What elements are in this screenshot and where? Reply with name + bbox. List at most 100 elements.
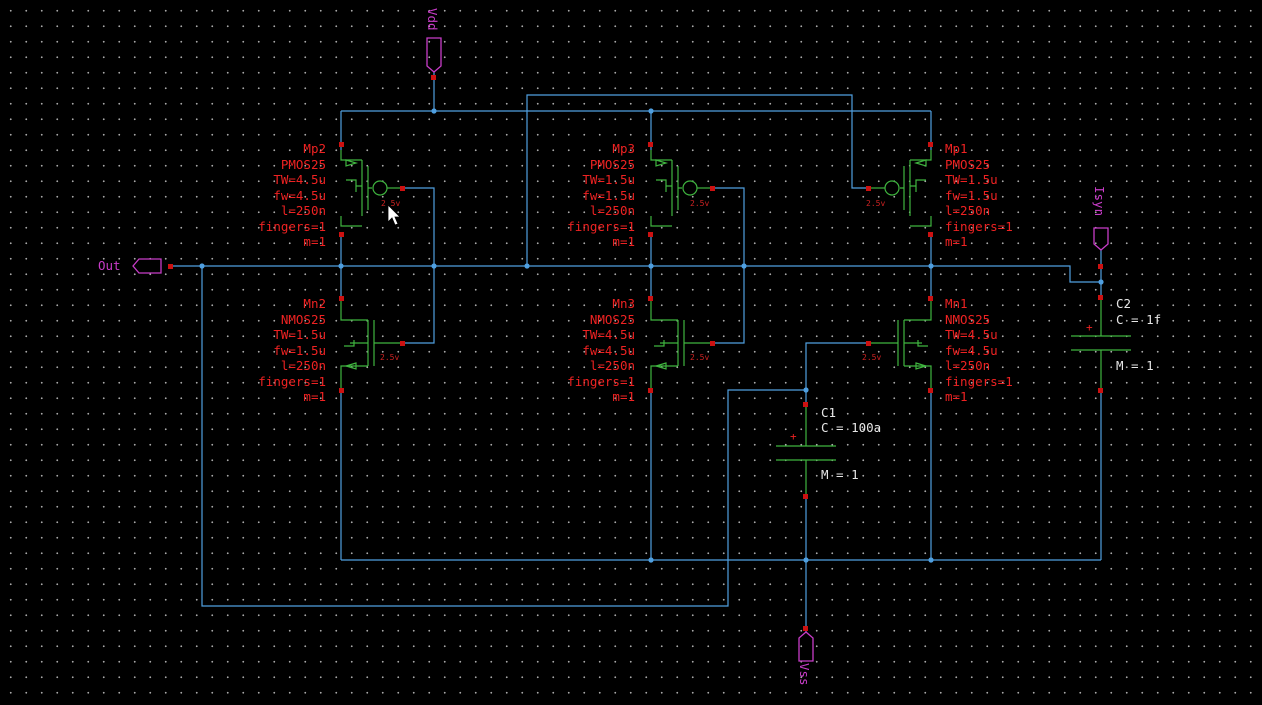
cap-plus-sign: + (1086, 321, 1093, 334)
param-tw: TW=4.5u (273, 172, 326, 187)
junction-dot (648, 108, 654, 114)
junctions (199, 108, 1104, 563)
param-l: l=250n (281, 358, 326, 373)
param-tw: TW=1.5u (582, 172, 635, 187)
junction-dot (648, 557, 654, 563)
cap-mult: M = 1 (821, 467, 859, 482)
params-mn2: Mn2 NMOS25 TW=1.5u fw=1.5u l=250n finger… (258, 296, 326, 404)
middle-node-wire[interactable] (170, 265, 1101, 283)
params-mn1: Mn1 NMOS25 TW=4.5u fw=4.5u l=250n finger… (945, 296, 1013, 404)
body-voltage-label: 2.5v (380, 353, 399, 362)
wires[interactable] (170, 72, 1102, 632)
instance-name: Mn1 (945, 296, 968, 311)
model-name: NMOS25 (945, 312, 990, 327)
param-l: l=250n (945, 358, 990, 373)
param-fw: fw=1.5u (582, 188, 635, 203)
param-m: m=1 (612, 389, 635, 404)
body-voltage-label: 2.5v (866, 199, 885, 208)
mp1-gate-wire[interactable] (526, 94, 869, 266)
model-name: PMOS25 (945, 157, 990, 172)
port-out[interactable]: Out (98, 258, 162, 274)
param-m: m=1 (945, 389, 968, 404)
junction-dot (928, 263, 934, 269)
junction-dot (338, 263, 344, 269)
pin (168, 264, 173, 269)
instance-name: Mn2 (303, 296, 326, 311)
instance-name: C1 (821, 405, 836, 420)
instance-name: Mp2 (303, 141, 326, 156)
model-name: PMOS25 (590, 157, 635, 172)
cap-value: C = 1f (1116, 312, 1161, 327)
transistor-mn2[interactable]: 2.5v (340, 297, 403, 390)
param-fingers: fingers=1 (945, 374, 1013, 389)
param-tw: TW=1.5u (273, 327, 326, 342)
out-feedback-wire[interactable] (201, 266, 806, 607)
port-out-label: Out (98, 258, 121, 273)
param-fw: fw=1.5u (273, 343, 326, 358)
transistor-mp2[interactable]: 2.5v (340, 150, 403, 227)
params-mn3: Mn3 NMOS25 TW=4.5u fw=4.5u l=250n finger… (567, 296, 635, 404)
param-fingers: fingers=1 (258, 374, 326, 389)
param-l: l=250n (590, 203, 635, 218)
param-tw: TW=4.5u (582, 327, 635, 342)
junction-dot (928, 557, 934, 563)
body-voltage-label: 2.5v (862, 353, 881, 362)
instance-name: Mp3 (612, 141, 635, 156)
pin (1098, 264, 1103, 269)
param-l: l=250n (590, 358, 635, 373)
param-fw: fw=1.5u (945, 188, 998, 203)
param-tw: TW=4.5u (945, 327, 998, 342)
capacitor-c2[interactable]: + (1071, 297, 1131, 390)
param-l: l=250n (281, 203, 326, 218)
param-m: m=1 (612, 234, 635, 249)
param-fw: fw=4.5u (273, 188, 326, 203)
param-fw: fw=4.5u (582, 343, 635, 358)
transistor-mp1[interactable]: 2.5v (866, 150, 932, 227)
transistor-mn3[interactable]: 2.5v (650, 297, 713, 390)
cap-plus-sign: + (790, 430, 797, 443)
port-vss[interactable]: Vss (797, 631, 814, 686)
junction-dot (199, 263, 205, 269)
arrow-pointer-icon (387, 204, 401, 226)
transistor-mn1[interactable]: 2.5v (862, 297, 932, 390)
cap-value: C = 100a (821, 420, 881, 435)
param-fingers: fingers=1 (567, 219, 635, 234)
mn1-gate-wire[interactable] (805, 342, 869, 404)
junction-dot (648, 263, 654, 269)
instance-name: C2 (1116, 296, 1131, 311)
param-fingers: fingers=1 (258, 219, 326, 234)
pin (431, 75, 436, 80)
junction-dot (1098, 279, 1104, 285)
params-mp2: Mp2 PMOS25 TW=4.5u fw=4.5u l=250n finger… (258, 141, 326, 249)
transistor-mp3[interactable]: 2.5v (650, 150, 713, 227)
model-name: NMOS25 (281, 312, 326, 327)
port-isyn-label: Isyn (1092, 186, 1107, 216)
params-mp3: Mp3 PMOS25 TW=1.5u fw=1.5u l=250n finger… (567, 141, 635, 249)
param-m: m=1 (303, 234, 326, 249)
capacitor-c1[interactable]: + (776, 404, 836, 498)
params-mp1: Mp1 PMOS25 TW=1.5u fw=1.5u l=250n finger… (945, 141, 1013, 249)
model-name: PMOS25 (281, 157, 326, 172)
pin (803, 626, 808, 631)
param-tw: TW=1.5u (945, 172, 998, 187)
junction-dot (803, 387, 809, 393)
param-m: m=1 (303, 389, 326, 404)
param-fingers: fingers=1 (567, 374, 635, 389)
body-voltage-label: 2.5v (690, 199, 709, 208)
port-vss-label: Vss (797, 663, 812, 686)
body-voltage-label: 2.5v (690, 353, 709, 362)
port-vdd[interactable]: Vdd (425, 8, 442, 73)
port-isyn[interactable]: Isyn (1092, 186, 1109, 251)
instance-name: Mn3 (612, 296, 635, 311)
junction-dot (803, 557, 809, 563)
junction-dot (524, 263, 530, 269)
pins (168, 75, 1103, 631)
param-fw: fw=4.5u (945, 343, 998, 358)
junction-dot (431, 263, 437, 269)
param-l: l=250n (945, 203, 990, 218)
param-m: m=1 (945, 234, 968, 249)
instance-name: Mp1 (945, 141, 968, 156)
port-vdd-label: Vdd (425, 8, 440, 31)
